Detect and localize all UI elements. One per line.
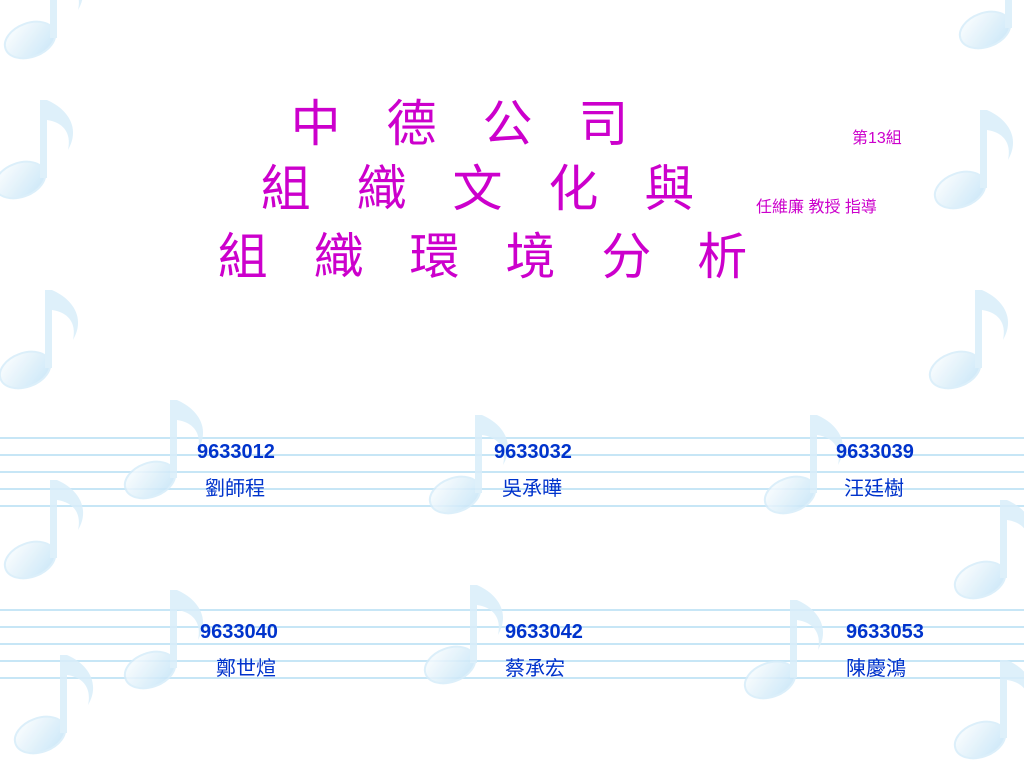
title-line-3: 組 織 環 境 分 析	[217, 228, 763, 286]
advisor-label: 任維廉 教授 指導	[756, 199, 877, 216]
student-name: 蔡承宏	[505, 656, 565, 680]
member-card: 9633053 陳慶鴻	[846, 620, 1006, 682]
title-line-2: 組 織 文 化 與	[260, 160, 710, 218]
member-card: 9633039 汪廷樹	[836, 440, 996, 502]
student-name: 鄭世煊	[216, 656, 276, 680]
student-id: 9633053	[846, 621, 924, 643]
student-name: 劉師程	[205, 476, 265, 500]
student-id: 9633032	[494, 441, 572, 463]
student-name: 汪廷樹	[844, 476, 904, 500]
student-id: 9633042	[505, 621, 583, 643]
title-line-1: 中 德 公 司	[290, 95, 644, 153]
member-card: 9633040 鄭世煊	[200, 620, 360, 682]
student-id: 9633012	[197, 441, 275, 463]
student-name: 吳承曄	[502, 476, 562, 500]
member-card: 9633012 劉師程	[197, 440, 357, 502]
student-name: 陳慶鴻	[846, 656, 906, 680]
member-card: 9633042 蔡承宏	[505, 620, 665, 682]
student-id: 9633039	[836, 441, 914, 463]
student-id: 9633040	[200, 621, 278, 643]
group-label: 第13組	[852, 130, 902, 147]
member-card: 9633032 吳承曄	[494, 440, 654, 502]
